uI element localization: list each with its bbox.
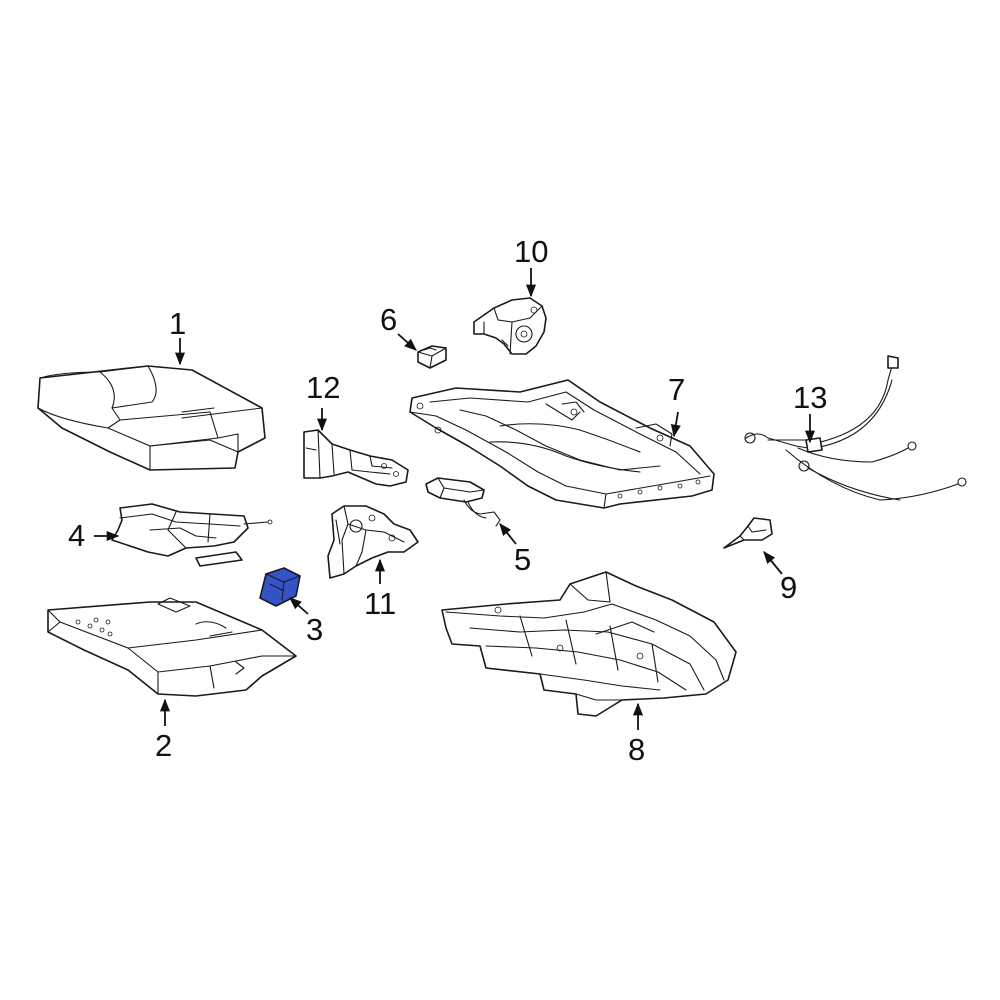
part-8-seat-pan[interactable]	[441, 571, 737, 717]
callout-leaders	[94, 268, 816, 730]
callout-10: 10	[514, 234, 548, 269]
leader-5	[499, 523, 517, 545]
part-1-seat-cushion[interactable]	[37, 365, 266, 471]
callout-7: 7	[668, 372, 685, 407]
part-10-latch[interactable]	[473, 297, 547, 355]
callout-5: 5	[514, 542, 531, 577]
part-7-seat-frame[interactable]	[409, 379, 715, 509]
part-11-recliner-bracket[interactable]	[327, 505, 419, 579]
part-12-bracket[interactable]	[303, 429, 409, 487]
leader-7	[670, 411, 681, 438]
callout-13: 13	[793, 380, 827, 415]
callout-3: 3	[306, 612, 323, 647]
part-4-heater-mat[interactable]	[111, 503, 273, 567]
callout-1: 1	[169, 306, 186, 341]
part-5-switch[interactable]	[425, 477, 501, 527]
part-6-block[interactable]	[417, 345, 447, 369]
callout-numbers: 1 2 3 4 5 6 7 8 9 10 11 12 13	[68, 234, 827, 767]
callout-4: 4	[68, 518, 85, 553]
part-3-clip[interactable]	[259, 567, 301, 607]
part-9-cover[interactable]	[723, 517, 773, 549]
leader-6	[397, 333, 417, 351]
callout-9: 9	[780, 570, 797, 605]
leader-9	[763, 551, 783, 575]
leader-3	[289, 597, 309, 615]
part-13-cable-harness[interactable]	[744, 355, 967, 501]
callout-11: 11	[364, 586, 396, 621]
part-2-cushion-frame[interactable]	[47, 597, 297, 697]
callout-6: 6	[380, 302, 397, 337]
callout-12: 12	[306, 370, 340, 405]
callout-8: 8	[628, 732, 645, 767]
callout-2: 2	[155, 728, 172, 763]
